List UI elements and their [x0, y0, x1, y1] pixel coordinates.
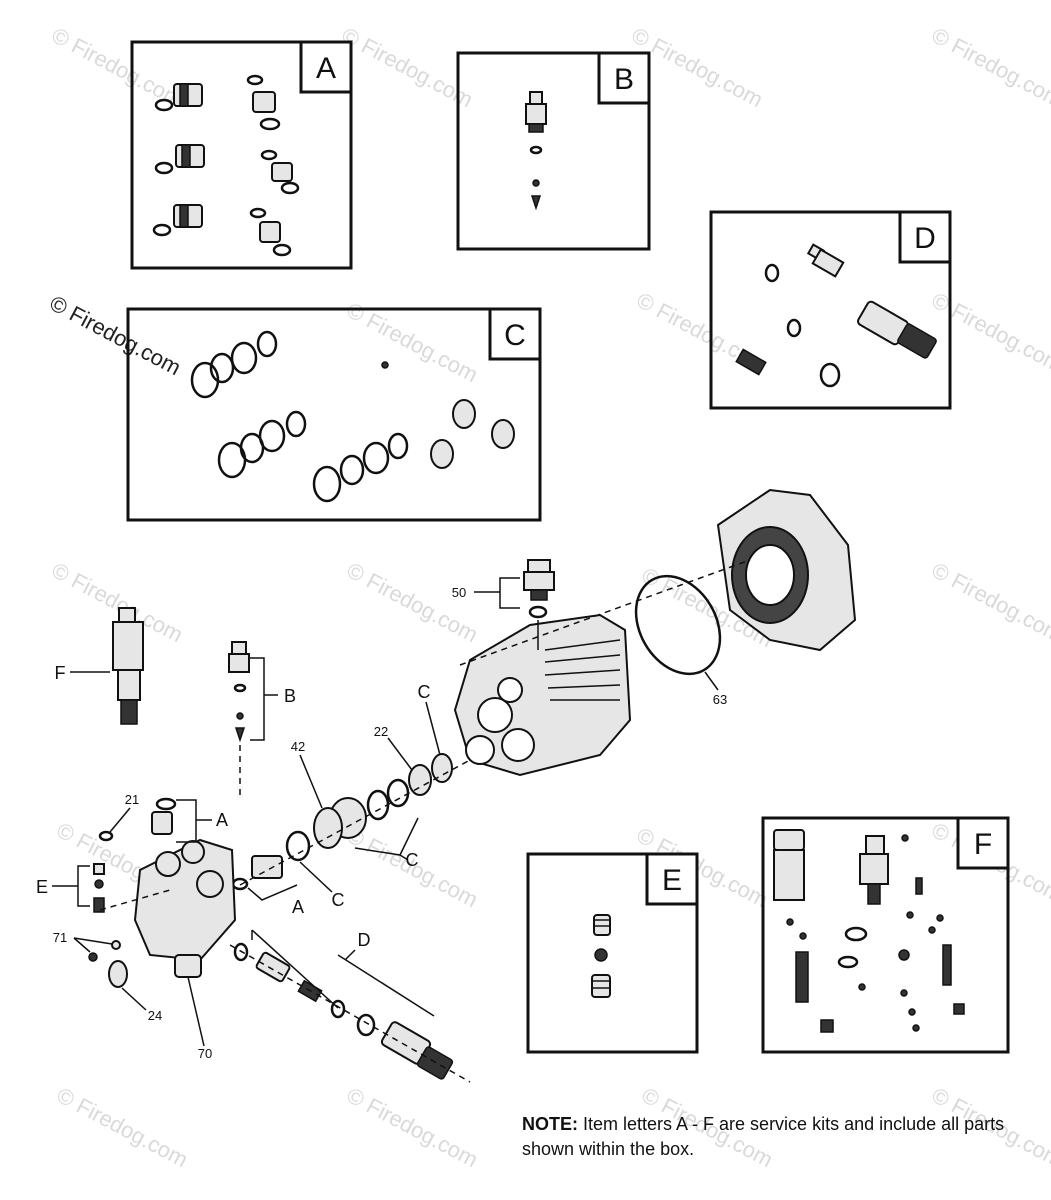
kit-d-tag: D — [914, 222, 936, 255]
watermark: © Firedog.com — [48, 22, 187, 112]
note-prefix: NOTE: — [522, 1114, 578, 1134]
thermal-relief-parts — [591, 914, 611, 998]
callout-a-upper: A — [216, 810, 228, 830]
check-valve-parts — [152, 74, 300, 257]
callout-21: 21 — [125, 792, 139, 807]
watermark: © Firedog.com — [338, 22, 477, 112]
watermarks: © Firedog.com © Firedog.com © Firedog.co… — [46, 22, 1051, 1172]
watermark: © Firedog.com — [928, 287, 1051, 377]
callout-42: 42 — [291, 739, 305, 754]
kit-f-box: F — [761, 816, 1010, 1054]
kit-b-box: B — [456, 51, 651, 251]
callout-e: E — [36, 877, 48, 897]
callout-d: D — [358, 930, 371, 950]
callout-c-lower: C — [332, 890, 345, 910]
kit-c-box: C — [126, 307, 542, 522]
callout-70: 70 — [198, 1046, 212, 1061]
callout-63: 63 — [713, 692, 727, 707]
kit-a-tag: A — [316, 52, 336, 85]
callout-50: 50 — [452, 585, 466, 600]
watermark: © Firedog.com — [53, 1082, 192, 1172]
kit-a-box: A — [130, 40, 353, 270]
watermark: © Firedog.com — [343, 557, 482, 647]
callout-24: 24 — [148, 1008, 162, 1023]
callout-c-middle: C — [406, 850, 419, 870]
callout-22: 22 — [374, 724, 388, 739]
callouts: 50 63 C 22 42 C C A A B F 21 — [36, 577, 727, 1061]
kit-e-box: E — [526, 852, 699, 1054]
kit-f-tag: F — [974, 828, 992, 861]
kit-e-tag: E — [662, 864, 682, 897]
watermark-prominent: © Firedog.com — [46, 290, 185, 380]
pump-assembly — [88, 488, 857, 1083]
callout-a-lower: A — [292, 897, 304, 917]
watermark: © Firedog.com — [928, 22, 1051, 112]
packing-seal-parts — [190, 330, 515, 503]
watermark: © Firedog.com — [343, 297, 482, 387]
pump-head — [453, 613, 632, 777]
callout-c-upper: C — [418, 682, 431, 702]
callout-b: B — [284, 686, 296, 706]
kit-b-tag: B — [614, 63, 634, 96]
watermark: © Firedog.com — [928, 557, 1051, 647]
kit-d-box: D — [709, 210, 952, 410]
callout-f: F — [55, 663, 66, 683]
o-ring-63 — [634, 574, 722, 676]
service-kit-note: NOTE: Item letters A - F are service kit… — [522, 1112, 1022, 1162]
callout-71: 71 — [53, 930, 67, 945]
kit-c-tag: C — [504, 319, 526, 352]
injector-parts — [735, 243, 937, 388]
unloader-valve-parts — [773, 829, 965, 1033]
unloader-fitting-parts — [525, 91, 547, 211]
note-text: Item letters A - F are service kits and … — [522, 1114, 1005, 1159]
watermark: © Firedog.com — [343, 1082, 482, 1172]
